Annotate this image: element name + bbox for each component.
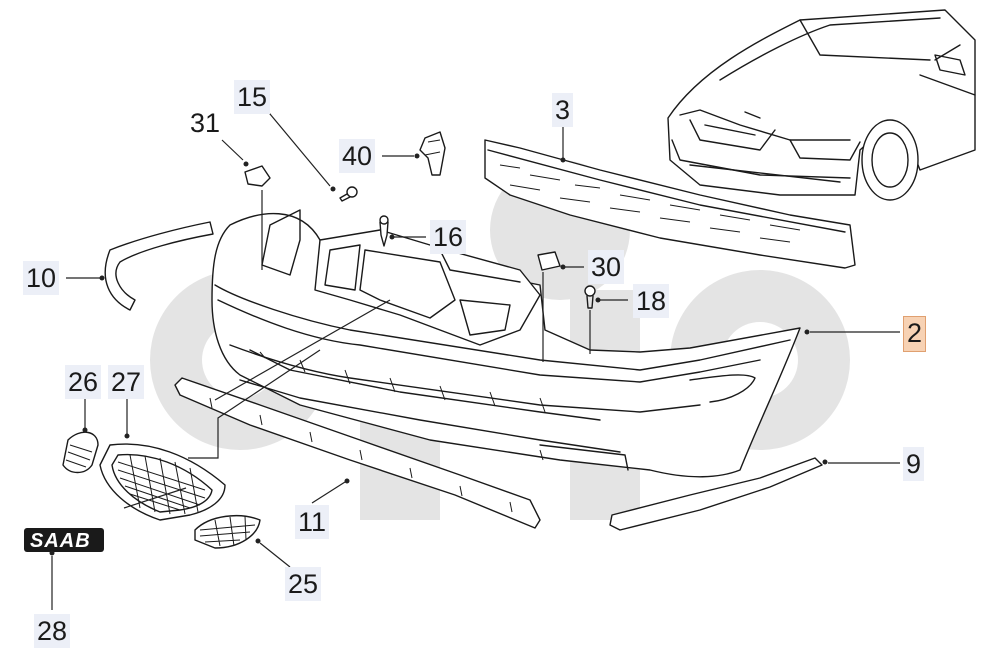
callout-25[interactable]: 25 (285, 567, 322, 601)
part-40-bracket (419, 131, 446, 176)
leader-lines (49, 107, 900, 610)
part-3-bumper-beam (484, 139, 856, 269)
part-10-side-trim (104, 221, 214, 311)
part-31-cap (244, 165, 271, 187)
callout-30[interactable]: 30 (588, 250, 625, 284)
part-26-small-grille (62, 431, 99, 474)
callout-2[interactable]: 2 (903, 316, 927, 352)
callout-27[interactable]: 27 (108, 365, 145, 399)
callout-26[interactable]: 26 (65, 365, 102, 399)
callout-18[interactable]: 18 (633, 284, 670, 318)
badge-label: SAAB (30, 530, 91, 552)
part-2-bumper-cover (211, 209, 801, 478)
callout-28[interactable]: 28 (34, 614, 71, 648)
callout-40[interactable]: 40 (339, 139, 376, 173)
callout-31[interactable]: 31 (190, 108, 221, 138)
callout-10[interactable]: 10 (23, 261, 60, 295)
callout-16[interactable]: 16 (430, 220, 467, 254)
callout-9[interactable]: 9 (903, 447, 925, 481)
part-30-cap (537, 251, 561, 271)
part-9-side-strip (609, 457, 823, 531)
part-27-grille (99, 443, 226, 521)
part-25-side-grille (194, 515, 261, 549)
part-15-screw (339, 186, 358, 202)
part-28-badge: SAAB (24, 528, 104, 552)
callout-3[interactable]: 3 (552, 93, 574, 127)
car-illustration (667, 9, 976, 201)
callout-11[interactable]: 11 (295, 505, 330, 539)
part-16-clip (379, 215, 389, 247)
part-11-lower-strip (174, 377, 541, 529)
callout-15[interactable]: 15 (234, 80, 271, 114)
part-18-clip (584, 285, 596, 309)
